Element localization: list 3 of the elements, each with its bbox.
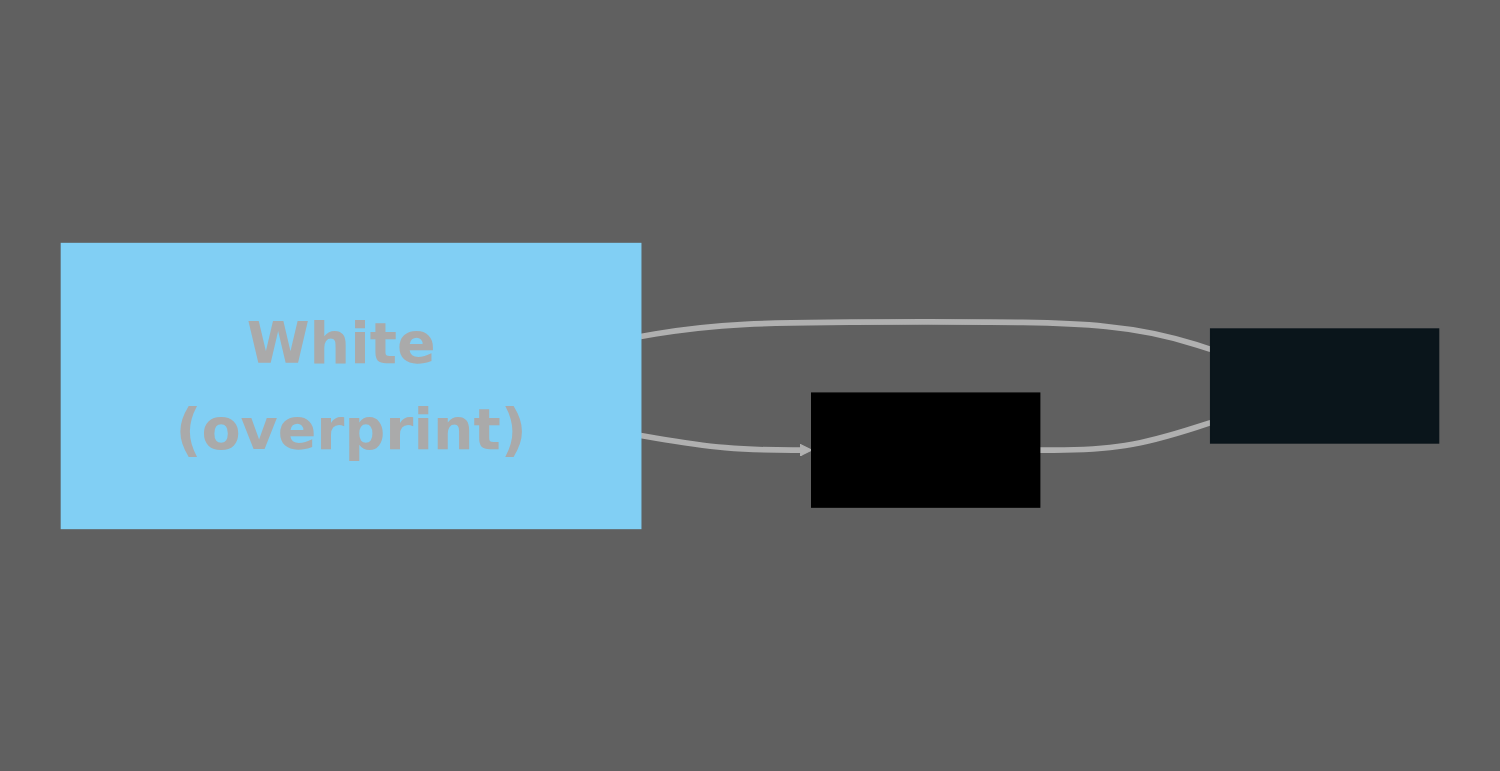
node-box: White (overprint) xyxy=(60,242,642,529)
node-box xyxy=(811,391,1041,508)
node-box xyxy=(1209,327,1440,444)
